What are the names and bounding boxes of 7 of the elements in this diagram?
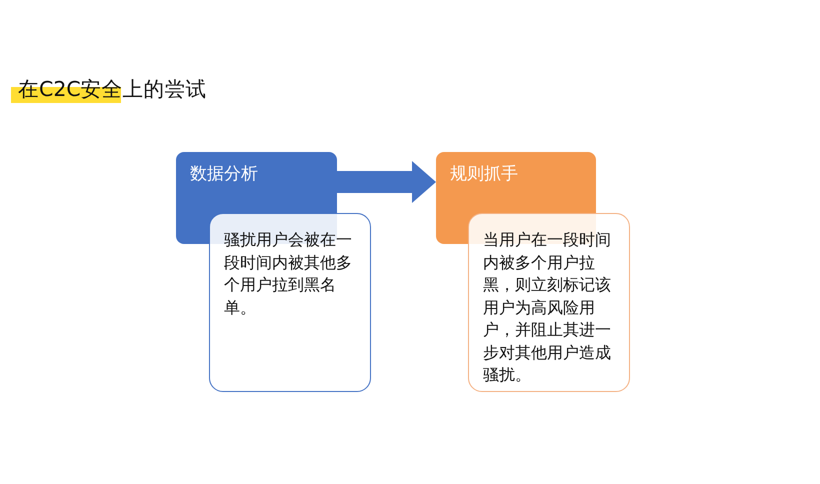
description-card — [468, 213, 630, 392]
description-card — [209, 213, 371, 392]
header-title: 数据分析 — [190, 163, 258, 185]
description-text: 骚扰用户会被在一段时间内被其他多个用户拉到黑名单。 — [224, 229, 353, 318]
block-arrow — [337, 161, 436, 203]
description-text: 当用户在一段时间内被多个用户拉黑，则立刻标记该用户为高风险用户，并阻止其进一步对其他用户造成骚扰。 — [483, 229, 612, 386]
header-title: 规则抓手 — [450, 163, 518, 185]
